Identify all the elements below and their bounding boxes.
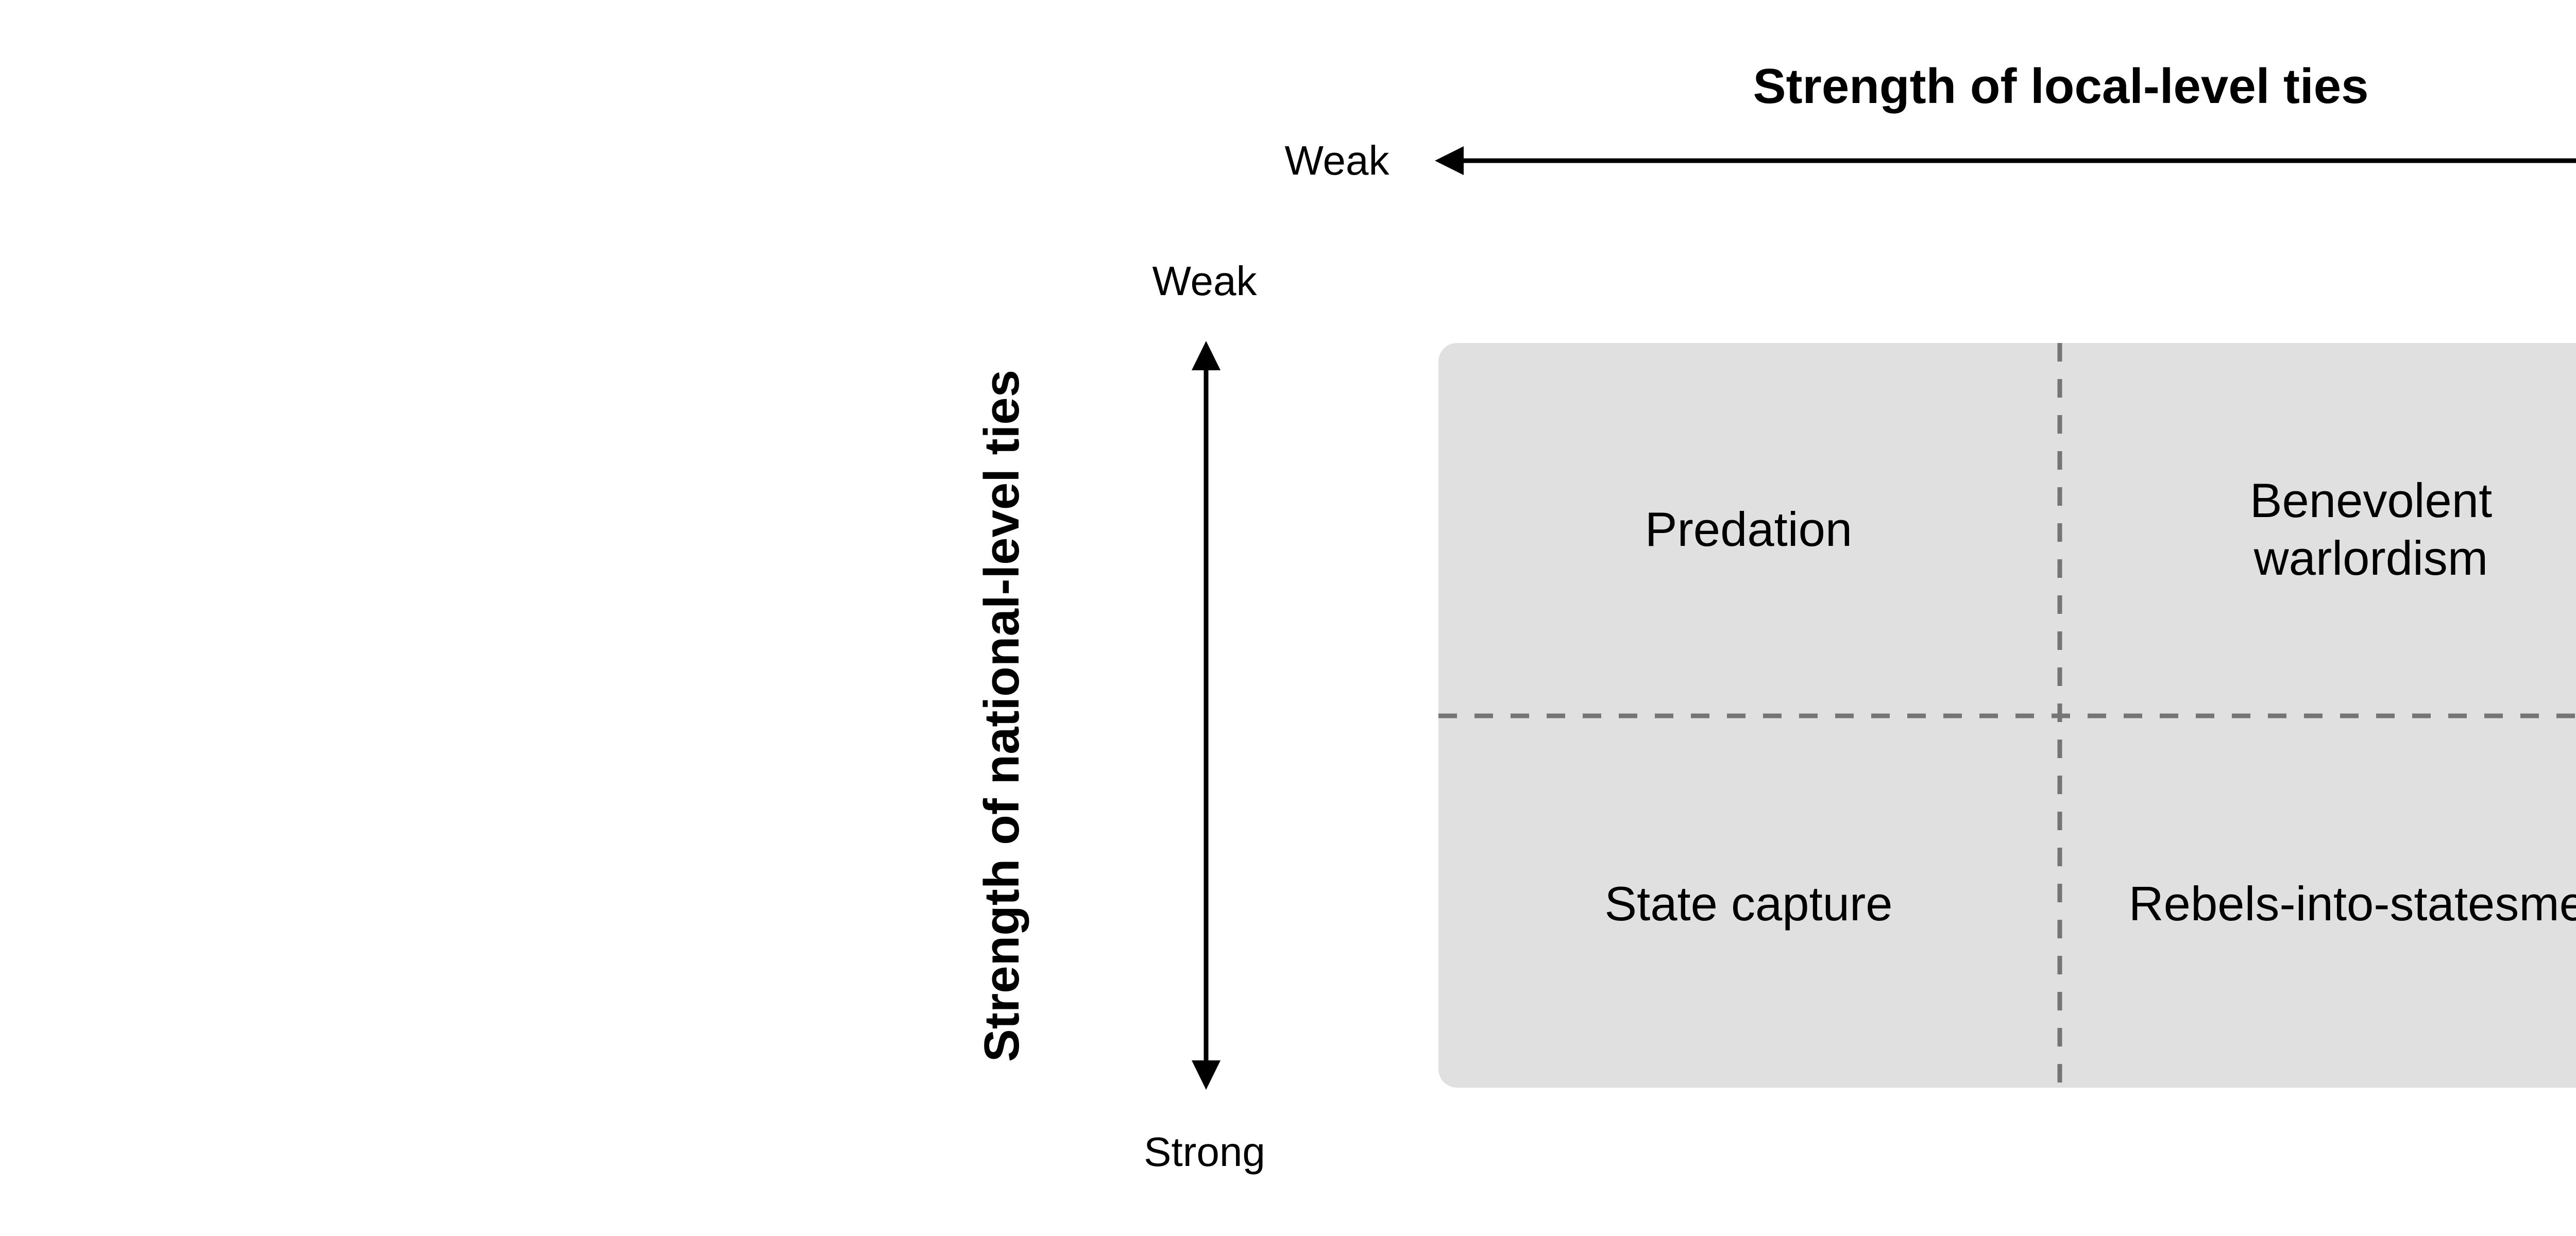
- x-axis-weak-label: Weak: [1284, 138, 1389, 183]
- y-axis-strong-label: Strong: [1144, 1129, 1265, 1175]
- x-axis-arrowhead-left-icon: [1435, 146, 1464, 175]
- quadrant-label-benevolent-warlordism: Benevolent warlordism: [2249, 473, 2493, 585]
- quadrant-label-state-capture: State capture: [1604, 877, 1893, 931]
- y-axis-arrow: [1192, 341, 1221, 1090]
- quadrant-label-rebels-into-statesmen: Rebels-into-statesmen: [2128, 877, 2576, 931]
- y-axis-title: Strength of national-level ties: [974, 369, 1029, 1062]
- x-axis-title: Strength of local-level ties: [1753, 59, 2369, 114]
- y-axis-arrowhead-top-icon: [1192, 341, 1221, 370]
- quadrant-box: [1438, 343, 2576, 1088]
- y-axis-weak-label: Weak: [1152, 258, 1257, 304]
- x-axis-arrow: [1435, 146, 2576, 175]
- y-axis-arrowhead-bottom-icon: [1192, 1060, 1221, 1090]
- quadrant-label-predation: Predation: [1645, 502, 1853, 556]
